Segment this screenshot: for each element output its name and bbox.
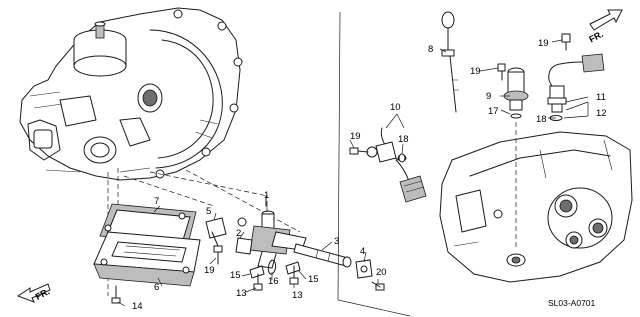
speed-sensor-10: [366, 127, 427, 203]
callout-19: 19: [204, 265, 215, 276]
callout-16: 16: [268, 276, 279, 287]
callout-19: 19: [470, 66, 481, 77]
callout-8: 8: [428, 44, 433, 55]
clip-15-right: [285, 261, 301, 275]
callout-5: 5: [206, 206, 211, 217]
callout-19: 19: [538, 38, 549, 49]
spring-16: [267, 259, 277, 275]
callout-20: 20: [376, 267, 387, 278]
callout-7: 7: [154, 196, 159, 207]
diagram-code: SL03-A0701: [548, 298, 596, 308]
callout-1: 1: [264, 190, 269, 201]
callout-4: 4: [360, 246, 365, 257]
bolt-14: [111, 285, 121, 304]
callout-leaders: [117, 39, 589, 307]
callout-18: 18: [398, 134, 409, 145]
callout-19: 19: [350, 131, 361, 142]
front-direction-arrow-lower: [16, 283, 51, 303]
transmission-housing-left: [19, 7, 243, 181]
shift-arm-assembly-1: [237, 195, 307, 269]
transmission-housing-right: [439, 131, 633, 283]
callout-12: 12: [596, 108, 607, 119]
callout-2: 2: [236, 228, 241, 239]
bolt-13-left: [253, 273, 263, 291]
callout-13: 13: [236, 288, 247, 299]
front-label-upper: FR.: [587, 29, 604, 45]
callout-17: 17: [488, 106, 499, 117]
bolt-19-sensor: [349, 147, 369, 155]
callout-6: 6: [154, 282, 159, 293]
bolt-13-right: [289, 265, 299, 285]
callout-3: 3: [334, 236, 339, 247]
callout-13: 13: [292, 290, 303, 301]
speed-sensor-11: [547, 53, 605, 113]
callout-9: 9: [486, 91, 491, 102]
callout-14: 14: [132, 301, 143, 312]
speedometer-holder-9: [503, 67, 529, 111]
bracket-4: [355, 259, 373, 279]
bracket-5: [205, 217, 227, 247]
callout-10: 10: [390, 102, 401, 113]
washer-18-sensor: [398, 153, 406, 163]
callout-18: 18: [536, 114, 547, 125]
callout-15: 15: [308, 274, 319, 285]
callout-11: 11: [596, 92, 606, 103]
cover-6: [93, 231, 201, 287]
bolt-19-holder: [497, 63, 506, 81]
front-direction-arrow-upper: [589, 9, 623, 31]
dipstick-8: [441, 11, 459, 113]
section-divider: [337, 11, 411, 317]
shift-shaft-3: [293, 243, 352, 268]
bracket-2: [235, 237, 253, 255]
callout-15: 15: [230, 270, 241, 281]
o-ring-17: [510, 113, 522, 119]
bolt-20: [371, 281, 385, 291]
clip-15-left: [249, 265, 265, 279]
bolt-19-top-right: [561, 33, 571, 51]
bolt-19-lower: [213, 245, 223, 265]
